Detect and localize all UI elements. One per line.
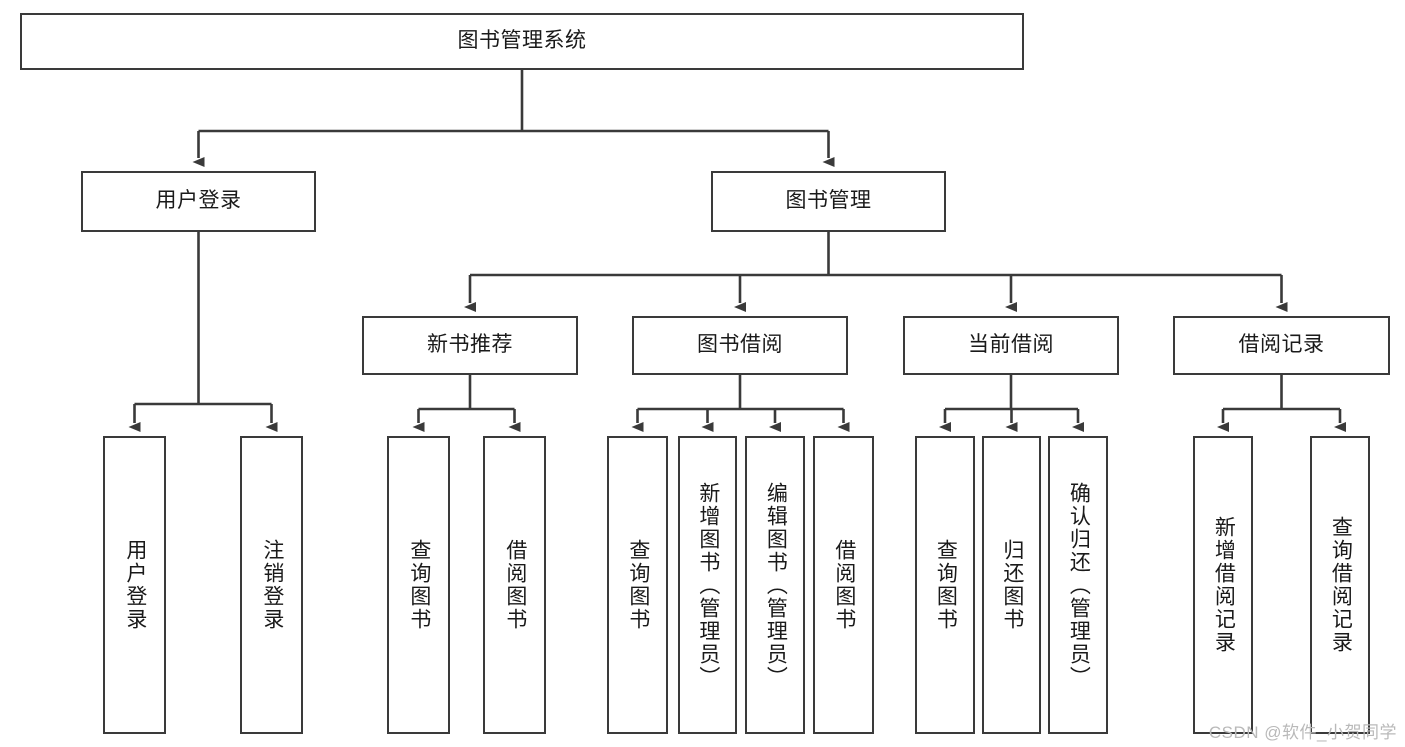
leaf-borrow-book[interactable]: 借阅图书 (813, 436, 874, 734)
leaf-edit-book-admin[interactable]: 编辑图书（管理员） (745, 436, 805, 734)
node-label: 借阅图书 (832, 539, 856, 631)
node-borrow-record[interactable]: 借阅记录 (1173, 316, 1390, 375)
node-new-book-recommend[interactable]: 新书推荐 (362, 316, 578, 375)
leaf-query-book-recommend[interactable]: 查询图书 (387, 436, 450, 734)
node-user-login[interactable]: 用户登录 (81, 171, 316, 232)
leaf-user-login[interactable]: 用户登录 (103, 436, 166, 734)
node-label: 图书管理系统 (457, 29, 587, 53)
node-current-borrow[interactable]: 当前借阅 (903, 316, 1119, 375)
node-label: 用户登录 (155, 189, 242, 213)
node-label: 图书借阅 (697, 333, 783, 357)
node-label: 归还图书 (1000, 539, 1024, 631)
node-label: 注销登录 (260, 539, 284, 631)
node-label: 查询图书 (626, 539, 650, 631)
node-label: 用户登录 (123, 539, 147, 631)
node-book-borrow[interactable]: 图书借阅 (632, 316, 848, 375)
watermark: CSDN @软件_小贺同学 (1208, 723, 1397, 742)
node-label: 查询图书 (934, 539, 958, 631)
leaf-query-book-current[interactable]: 查询图书 (915, 436, 975, 734)
node-label: 借阅记录 (1238, 333, 1325, 357)
leaf-add-book-admin[interactable]: 新增图书（管理员） (678, 436, 737, 734)
leaf-borrow-book-recommend[interactable]: 借阅图书 (483, 436, 546, 734)
leaf-add-borrow-record[interactable]: 新增借阅记录 (1193, 436, 1253, 734)
node-label: 图书管理 (785, 189, 872, 213)
node-root[interactable]: 图书管理系统 (20, 13, 1024, 70)
leaf-return-book[interactable]: 归还图书 (982, 436, 1041, 734)
node-label: 当前借阅 (968, 333, 1054, 357)
node-label: 编辑图书（管理员） (764, 481, 788, 689)
node-label: 新增图书（管理员） (696, 481, 720, 689)
node-label: 借阅图书 (503, 539, 527, 631)
leaf-query-book-borrow[interactable]: 查询图书 (607, 436, 668, 734)
leaf-logout-login[interactable]: 注销登录 (240, 436, 303, 734)
node-label: 查询图书 (407, 539, 431, 631)
node-label: 确认归还（管理员） (1067, 481, 1091, 689)
node-label: 新书推荐 (427, 333, 513, 357)
node-label: 查询借阅记录 (1329, 516, 1353, 654)
node-book-management[interactable]: 图书管理 (711, 171, 946, 232)
node-label: 新增借阅记录 (1212, 516, 1236, 654)
leaf-query-borrow-record[interactable]: 查询借阅记录 (1310, 436, 1370, 734)
leaf-confirm-return-admin[interactable]: 确认归还（管理员） (1048, 436, 1108, 734)
